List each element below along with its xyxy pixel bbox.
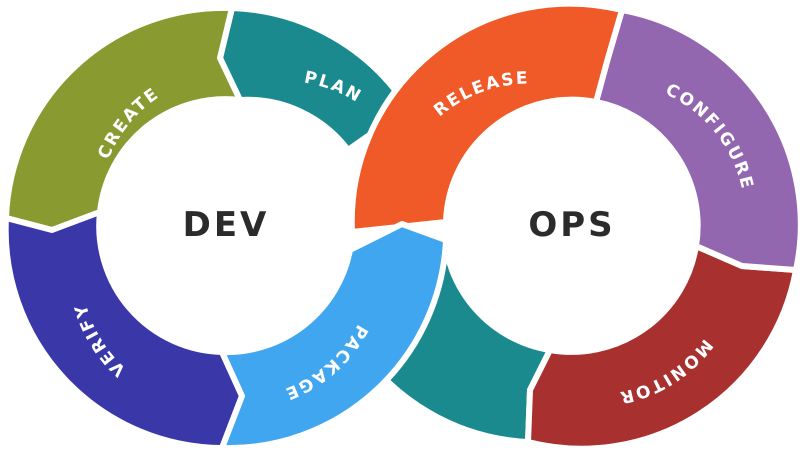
segment-configure: [593, 7, 800, 273]
segment-verify: [2, 209, 245, 451]
segment-create: [3, 4, 243, 233]
segment-package: [219, 221, 449, 452]
segment-release: [348, 0, 625, 235]
segment-monitor: [525, 243, 799, 452]
dev-title: DEV: [183, 205, 270, 245]
ops-title: OPS: [528, 205, 615, 245]
